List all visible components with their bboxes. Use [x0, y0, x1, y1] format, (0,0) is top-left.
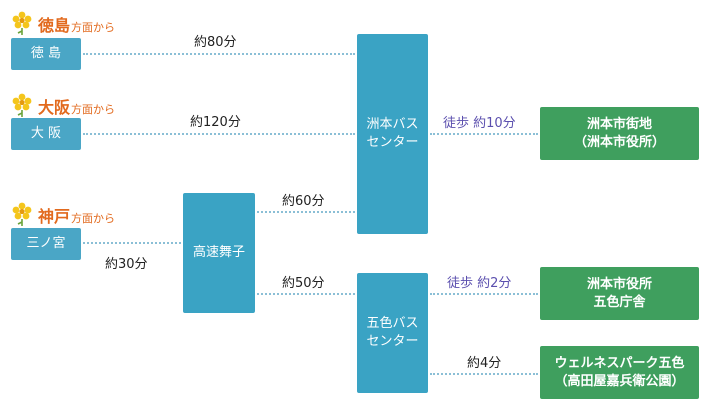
dest-label-line: 洲本市街地 — [586, 116, 652, 132]
connector-tokushima — [83, 53, 355, 55]
dest-goshiki-office: 洲本市役所 五色庁舎 — [540, 267, 699, 320]
time-label: 約50分 — [282, 276, 325, 291]
walk-time-label: 徒歩 約2分 — [447, 276, 512, 291]
walk-time-label: 徒歩 約10分 — [443, 116, 516, 131]
station-sannomiya: 三ノ宮 — [11, 228, 81, 260]
time-label: 約30分 — [105, 257, 148, 272]
dest-label-line: （高田屋嘉兵衛公園） — [554, 373, 685, 389]
hub-label-line: 五色バス — [366, 316, 419, 331]
dest-label-line: 五色庁舎 — [593, 294, 646, 310]
station-osaka: 大 阪 — [11, 118, 81, 150]
hub-sumoto-bus-center: 洲本バス センター — [357, 34, 428, 234]
origin-title: 神戸 — [38, 207, 71, 226]
time-label: 約80分 — [194, 35, 237, 50]
time-label: 約120分 — [190, 115, 241, 130]
origin-title: 大阪 — [38, 98, 71, 117]
origin-subtitle: 方面から — [71, 21, 116, 34]
time-label: 約60分 — [282, 194, 325, 209]
hub-kosoku-maiko: 高速舞子 — [183, 193, 255, 313]
connector-maiko-sumoto — [257, 211, 355, 213]
dest-wellness-park: ウェルネスパーク五色 （高田屋嘉兵衛公園） — [540, 346, 699, 399]
time-label: 約4分 — [467, 356, 502, 371]
station-label: 大 阪 — [30, 126, 62, 141]
dest-label-line: ウェルネスパーク五色 — [554, 355, 685, 371]
hub-label-line: センター — [366, 135, 419, 150]
connector-wellness-park — [430, 373, 538, 375]
dest-label-line: 洲本市役所 — [586, 276, 652, 292]
dest-sumoto-city: 洲本市街地 （洲本市役所） — [540, 107, 699, 160]
origin-subtitle: 方面から — [71, 103, 116, 116]
origin-subtitle: 方面から — [71, 212, 116, 225]
connector-sannomiya — [83, 242, 181, 244]
connector-osaka — [83, 133, 355, 135]
connector-goshiki-office — [430, 293, 538, 295]
hub-label: 高速舞子 — [192, 245, 245, 260]
flower-icon — [12, 93, 32, 117]
connector-sumoto-city — [430, 133, 538, 135]
hub-label-line: センター — [366, 334, 419, 349]
station-tokushima: 徳 島 — [11, 38, 81, 70]
flower-icon — [12, 11, 32, 35]
dest-label-line: （洲本市役所） — [573, 134, 665, 150]
connector-maiko-goshiki — [257, 293, 355, 295]
origin-title: 徳島 — [38, 16, 71, 35]
station-label: 三ノ宮 — [26, 236, 66, 251]
hub-goshiki-bus-center: 五色バス センター — [357, 273, 428, 393]
hub-label-line: 洲本バス — [366, 117, 419, 132]
flower-icon — [12, 202, 32, 226]
station-label: 徳 島 — [30, 46, 62, 61]
